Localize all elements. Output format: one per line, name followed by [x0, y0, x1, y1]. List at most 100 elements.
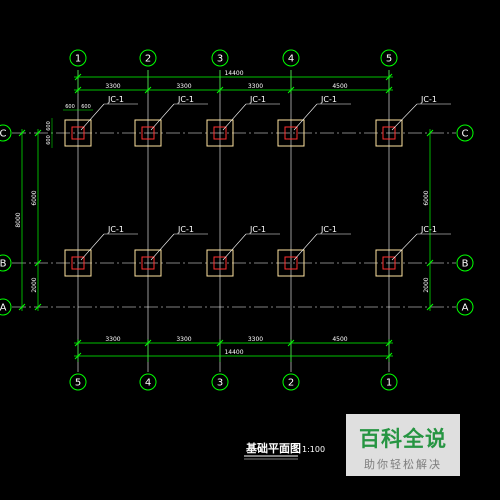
axis-right-A-circle: [456, 298, 474, 316]
footings: [64, 119, 403, 277]
footing-B1-outer: [64, 249, 92, 277]
left-dim-label-0: 6000: [31, 190, 38, 205]
leader-B5: [391, 233, 418, 261]
leader-B3: [222, 233, 247, 261]
leader-C3: [222, 103, 247, 131]
footing-B3-inner: [213, 256, 227, 270]
top-dim-label-3: 4500: [332, 83, 347, 90]
axis-bottom-1-circle: [69, 373, 87, 391]
left-dim-tick-0: [34, 129, 42, 137]
left-total-tick-b: [18, 303, 26, 311]
right-dim-tick-1: [426, 259, 434, 267]
bottom-dim-label-3: 4500: [332, 336, 347, 343]
axis-top-3-circle: [211, 49, 229, 67]
axis-top-3-label: 3: [217, 54, 223, 65]
watermark-logo: 百科全说 助你轻松解决: [346, 414, 460, 476]
axis-top-1-circle: [69, 49, 87, 67]
drawing-title-block: 基础平面图 1:100: [244, 441, 325, 460]
footing-label-B5: JC-1: [420, 225, 437, 234]
left-dim-tick-2: [34, 303, 42, 311]
axis-top-2-label: 2: [145, 54, 151, 65]
watermark-sub: 助你轻松解决: [364, 458, 442, 471]
left-total-label: 8000: [15, 212, 22, 227]
footing-label-B1: JC-1: [107, 225, 124, 234]
footing-label-B2: JC-1: [177, 225, 194, 234]
axis-right-C-circle: [456, 124, 474, 142]
footing-label-C2: JC-1: [177, 95, 194, 104]
leader-C5: [391, 103, 418, 131]
footing-C4-inner: [284, 126, 298, 140]
footing-C5-outer: [375, 119, 403, 147]
footing-C4-outer: [277, 119, 305, 147]
axis-top-4-label: 4: [288, 54, 294, 65]
leader-B4: [293, 233, 318, 261]
axis-right-B-circle: [456, 254, 474, 272]
leader-B1: [80, 233, 105, 261]
axis-bottom-3-label: 3: [217, 378, 223, 389]
footing-B5-inner: [382, 256, 396, 270]
footing-C1-inner: [71, 126, 85, 140]
axis-bottom-4-circle: [282, 373, 300, 391]
footing-C1-outer: [64, 119, 92, 147]
bottom-dim-label-2: 3300: [248, 336, 263, 343]
top-dim-label-1: 3300: [176, 83, 191, 90]
axis-top-5-label: 5: [386, 54, 392, 65]
footing-size-label-a: 600: [65, 104, 75, 110]
grid-lines: [12, 70, 456, 372]
bottom-dim-label-0: 3300: [105, 336, 120, 343]
right-dim-label-0: 6000: [423, 190, 430, 205]
axis-right-B-label: B: [462, 259, 469, 270]
footing-B2-outer: [134, 249, 162, 277]
axis-bottom-2-circle: [139, 373, 157, 391]
axis-top-1-label: 1: [75, 54, 81, 65]
top-total-label: 14400: [224, 70, 243, 77]
footing-B3-outer: [206, 249, 234, 277]
leader-B2: [150, 233, 175, 261]
footing-C3-outer: [206, 119, 234, 147]
drawing-title: 基础平面图: [245, 441, 301, 455]
axis-bottom-1-label: 5: [75, 378, 81, 389]
footing-label-C1: JC-1: [107, 95, 124, 104]
footing-B1-inner: [71, 256, 85, 270]
left-dim-tick-1: [34, 259, 42, 267]
axis-left-B-circle: [0, 254, 12, 272]
axis-top-2-circle: [139, 49, 157, 67]
footing-size-label-b: 600: [81, 104, 91, 110]
footing-C3-inner: [213, 126, 227, 140]
leader-C1: [80, 103, 105, 131]
axis-left-B-label: B: [0, 259, 7, 270]
watermark-main: 百科全说: [359, 427, 447, 451]
footing-B2-inner: [141, 256, 155, 270]
axis-right-A-label: A: [462, 303, 469, 314]
footing-C5-inner: [382, 126, 396, 140]
axis-top-5-circle: [380, 49, 398, 67]
left-dim-label-1: 2000: [31, 277, 38, 292]
bottom-dim-label-1: 3300: [176, 336, 191, 343]
axis-right-C-label: C: [462, 129, 469, 140]
footing-label-C4: JC-1: [320, 95, 337, 104]
footing-size-label-c: 600: [46, 121, 52, 131]
dimension-lines: 3300 3300 3300 4500 3300 3300 3300 4500 14400 144…: [15, 70, 434, 362]
drawing-scale: 1:100: [302, 445, 325, 454]
left-total-tick-a: [18, 129, 26, 137]
top-dim-label-2: 3300: [248, 83, 263, 90]
footing-size-label-d: 600: [46, 135, 52, 145]
footing-label-B3: JC-1: [249, 225, 266, 234]
footing-C2-inner: [141, 126, 155, 140]
axis-left-C-circle: [0, 124, 12, 142]
footing-label-C3: JC-1: [249, 95, 266, 104]
right-dim-tick-2: [426, 303, 434, 311]
right-dim-label-1: 2000: [423, 277, 430, 292]
axis-bottom-3-circle: [211, 373, 229, 391]
leader-C2: [150, 103, 175, 131]
right-dim-tick-0: [426, 129, 434, 137]
axis-left-A-label: A: [0, 303, 7, 314]
leader-C4: [293, 103, 318, 131]
bottom-total-label: 14400: [224, 349, 243, 356]
footing-C2-outer: [134, 119, 162, 147]
footing-label-C5: JC-1: [420, 95, 437, 104]
top-dim-label-0: 3300: [105, 83, 120, 90]
